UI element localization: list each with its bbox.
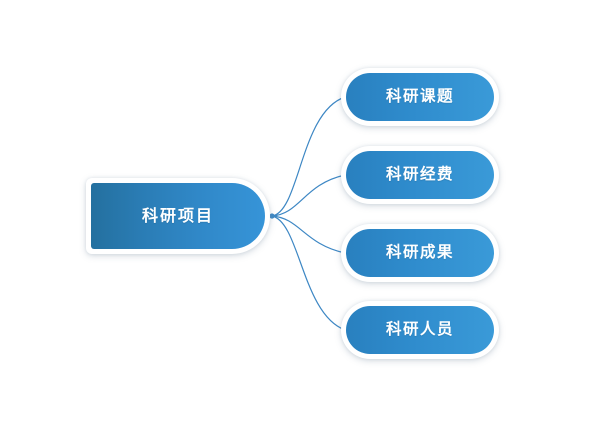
connector-path-3 — [271, 215, 346, 331]
node-child-jingfei-label: 科研经费 — [385, 165, 454, 184]
node-child-renyuan[interactable]: 科研人员 — [341, 301, 499, 359]
node-child-jingfei[interactable]: 科研经费 — [341, 146, 499, 204]
node-child-keti-fill: 科研课题 — [346, 73, 494, 121]
node-child-keti[interactable]: 科研课题 — [341, 68, 499, 126]
node-child-jingfei-fill: 科研经费 — [346, 151, 494, 199]
node-child-chengguo-label: 科研成果 — [385, 243, 454, 262]
node-root-label: 科研项目 — [141, 206, 214, 225]
node-root[interactable]: 科研项目 — [86, 178, 270, 254]
node-child-chengguo-fill: 科研成果 — [346, 229, 494, 277]
node-child-keti-label: 科研课题 — [385, 87, 454, 106]
connector-path-0 — [271, 96, 346, 217]
node-child-renyuan-fill: 科研人员 — [346, 306, 494, 354]
connector-path-2 — [271, 215, 346, 254]
connector-path-1 — [271, 174, 346, 217]
node-child-renyuan-label: 科研人员 — [385, 320, 454, 339]
node-child-chengguo[interactable]: 科研成果 — [341, 224, 499, 282]
node-root-fill: 科研项目 — [91, 183, 265, 249]
connector-junction-dot — [269, 213, 275, 219]
